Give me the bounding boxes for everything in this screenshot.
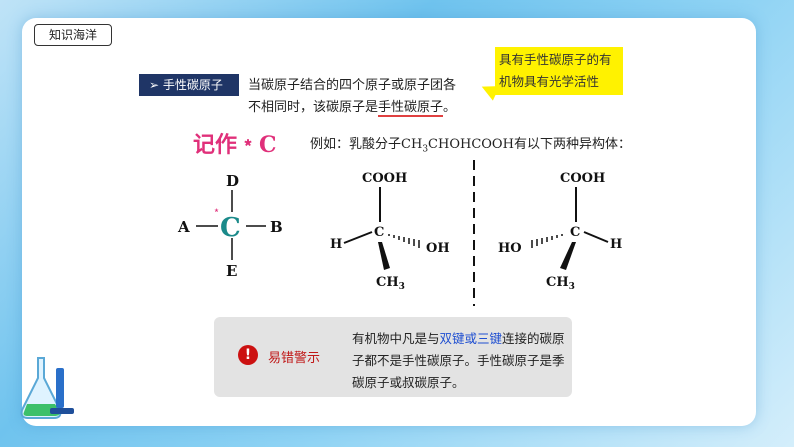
exclamation-icon: ! <box>238 345 258 365</box>
isomer1-center: C <box>374 225 384 240</box>
callout-box: 具有手性碳原子的有机物具有光学活性 <box>495 47 623 95</box>
example-text: 例如：乳酸分子CH3CHOHCOOH有以下两种异构体： <box>310 133 631 155</box>
example-suffix: 有以下两种异构体： <box>513 137 631 152</box>
definition-prefix: 不相同时，该碳原子是 <box>248 100 379 115</box>
lab-equipment-icon <box>20 357 74 419</box>
topic-button[interactable]: ➢ 手性碳原子 <box>139 74 239 96</box>
chiral-carbon-diagram: D A B E ﹡ C <box>177 172 283 280</box>
formula-sub: 3 <box>422 144 429 155</box>
isomer2-left: HO <box>498 241 522 256</box>
formula-rest: CHOHCOOH <box>428 137 514 152</box>
warning-label: 易错警示 <box>268 351 321 366</box>
chiral-star: ﹡ <box>210 205 223 220</box>
warning-text-1: 有机物中凡是与 <box>352 331 440 346</box>
arrow-icon: ➢ <box>149 78 163 92</box>
label-d: D <box>226 172 239 190</box>
formula-ch: CH <box>401 137 423 152</box>
isomer1-right: OH <box>426 241 450 256</box>
isomer2-top: COOH <box>560 171 605 186</box>
label-a: A <box>177 218 190 236</box>
isomer1-bottom: CH3 <box>376 275 405 292</box>
isomer-1: COOH C H OH CH3 <box>330 171 450 292</box>
isomer-2: COOH C HO H CH3 <box>498 171 622 292</box>
warning-text-2: 连接的碳原子都不是手性碳原子。手性碳原子是季碳原子或叔碳原子。 <box>352 331 565 390</box>
section-tag: 知识海洋 <box>34 24 112 46</box>
isomer1-left: H <box>330 237 342 252</box>
warning-box <box>214 317 572 397</box>
definition-highlight: 手性碳原子 <box>378 100 444 117</box>
definition-suffix: 。 <box>443 100 457 115</box>
isomer1-top: COOH <box>362 171 407 186</box>
definition-line-1: 当碳原子结合的四个原子或原子团各 <box>248 78 457 93</box>
label-b: B <box>270 218 283 236</box>
isomer2-right: H <box>610 237 622 252</box>
definition-line-2: 不相同时，该碳原子是手性碳原子。 <box>248 96 457 117</box>
topic-label: 手性碳原子 <box>162 78 223 92</box>
notation-text: 记作﹡C <box>193 132 277 158</box>
example-prefix: 例如：乳酸分子 <box>310 137 402 152</box>
isomer2-bottom: CH3 <box>546 275 575 292</box>
chiral-carbon: C <box>220 213 241 243</box>
label-e: E <box>226 262 237 280</box>
warning-text: 有机物中凡是与双键或三键连接的碳原子都不是手性碳原子。手性碳原子是季碳原子或叔碳… <box>352 328 567 394</box>
warning-highlight: 双键或三键 <box>439 331 503 346</box>
isomer2-center: C <box>570 225 580 240</box>
